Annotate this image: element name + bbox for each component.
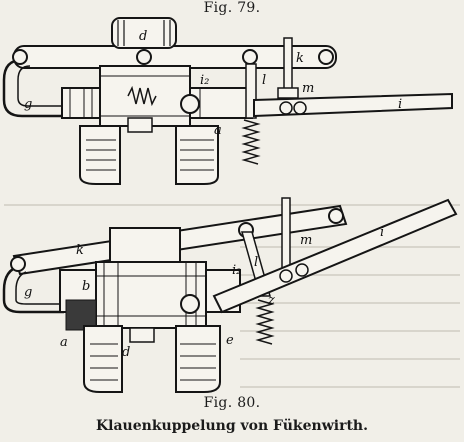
lever-i-pivot-80 [279,269,293,283]
fig80-label-z: z [267,293,275,308]
fig80-label-e: e [226,333,234,348]
hook-arm-inner-80 [15,271,64,305]
hub-pivot-80 [180,294,200,314]
figure-79-caption: Fig. 79. [203,0,261,16]
pivot-center [136,49,152,65]
fig79-label-i: i [398,97,402,112]
knob-d [111,17,177,49]
nut-80 [129,327,155,343]
fig80-label-m: m [300,233,312,248]
link-l [245,63,257,119]
hub-pivot [180,94,200,114]
pivot-left-80 [10,256,26,272]
hook-arm-g [2,58,62,118]
pivot-end [318,49,334,65]
fig80-label-i2: i₂ [232,263,241,278]
spring-fig80 [255,299,275,345]
fig80-label-a: a [60,335,68,350]
fig80-label-g: g [24,285,32,300]
sleeve [99,65,191,127]
fig79-label-a: a [214,123,222,138]
left-claw [79,125,121,185]
fig79-label-m: m [302,81,314,96]
figure-80-drawing: k i₂ m l g b a d e i z [2,197,458,393]
figure-80-caption: Fig. 80. [203,395,261,411]
right-claw [175,125,219,185]
fig80-label-d: d [122,345,130,360]
pivot-left [12,49,28,65]
fig79-label-k: k [296,51,304,66]
hook-arm-inner [17,65,62,107]
lever-i-80 [212,198,458,314]
lever-i-pivot-80b [295,263,309,277]
fig79-label-l: l [262,73,266,88]
rod-nut [277,87,299,99]
pivot-end-80 [328,208,344,224]
nut [127,117,153,133]
lever-i-pivot-2 [293,101,307,115]
fig79-label-g: g [24,97,32,112]
pivot-right [242,49,258,65]
figure-79-drawing: d k i₂ g l m i a [2,17,453,185]
spring-fig79 [241,119,261,165]
fig79-label-i2: i₂ [200,73,209,88]
fig80-label-l: l [254,255,258,270]
fig80-label-i: i [380,225,384,240]
lever-i-pivot-1 [279,101,293,115]
left-claw-80 [83,325,123,393]
right-claw-80 [175,325,221,393]
threaded-rod-80 [281,197,291,273]
plate-title: Klauenkuppelung von Fükenwirth. [96,418,368,434]
fig80-label-k: k [76,243,84,258]
fig79-label-d: d [139,29,147,44]
hook-arm-g-80 [2,264,64,314]
fig80-label-b: b [82,279,90,294]
inner-spring [127,85,157,107]
